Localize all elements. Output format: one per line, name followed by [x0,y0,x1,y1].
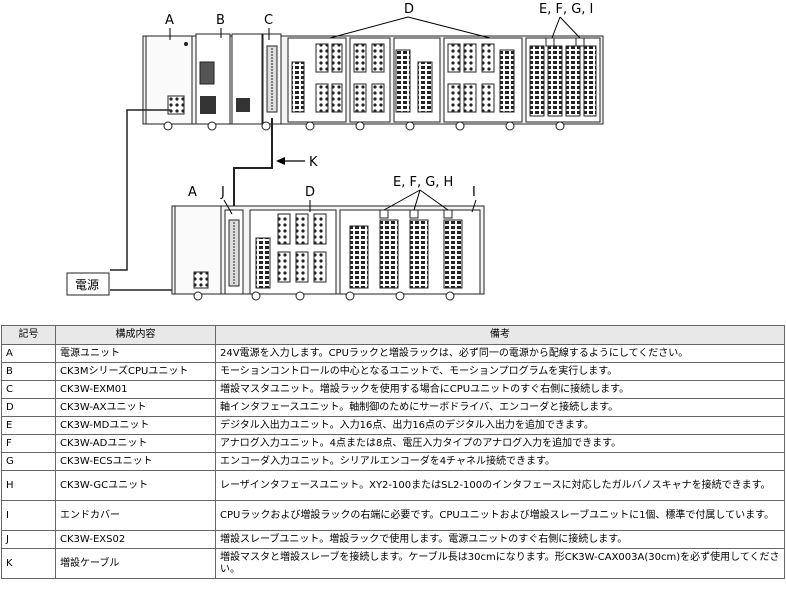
power-unit-a [145,35,193,125]
expansion-cable-k [233,118,273,218]
row-content: CK3W-EXM01 [55,380,216,399]
table-header-row: 記号 構成内容 備考 [1,325,785,345]
table-row: K 増設ケーブル 増設マスタと増設スレーブを接続します。ケーブル長は30cmにな… [1,548,785,579]
header-content: 構成内容 [55,325,216,345]
row-content: CK3W-ADユニット [55,434,216,453]
power-supply-label: 電源 [75,278,99,292]
table-row: A 電源ユニット 24V電源を入力します。CPUラックと増設ラックは、必ず同一の… [1,344,785,363]
row-note: レーザインタフェースユニット。XY2-100またはSL2-100のインタフェース… [215,470,785,501]
row-code: F [1,434,56,453]
row-note: CPUラックおよび増設ラックの右端に必要です。CPUユニットおよび増設スレーブユ… [215,500,785,531]
row-code: A [1,344,56,363]
row-content: CK3W-GCユニット [55,470,216,501]
io-units-efgh-lower [339,209,481,295]
label-lower-j: J [220,185,225,200]
expansion-slave-j [224,209,244,295]
row-code: B [1,362,56,381]
axis-units-d-lower [249,209,337,295]
row-code: I [1,500,56,531]
lower-leader-lines [223,189,477,215]
row-code: C [1,380,56,399]
label-upper-d: D [404,2,414,17]
table-row: B CK3MシリーズCPUユニット モーションコントロールの中心となるユニットで… [1,362,785,381]
row-note: 軸インタフェースユニット。軸制御のためにサーボドライバ、エンコーダと接続します。 [215,398,785,417]
label-lower-i: I [472,185,476,200]
row-content: CK3W-AXユニット [55,398,216,417]
table-row: D CK3W-AXユニット 軸インタフェースユニット。軸制御のためにサーボドライ… [1,398,785,417]
row-content: 増設ケーブル [55,548,216,579]
table-row: F CK3W-ADユニット アナログ入力ユニット。4点または8点、電圧入力タイプ… [1,434,785,453]
row-content: CK3W-MDユニット [55,416,216,435]
upper-leader-lines [169,16,581,40]
table-row: G CK3W-ECSユニット エンコーダ入力ユニット。シリアルエンコーダを4チャ… [1,452,785,471]
table-row: C CK3W-EXM01 増設マスタユニット。増設ラックを使用する場合にCPUユ… [1,380,785,399]
header-code: 記号 [1,325,56,345]
expansion-master-c [262,33,282,125]
label-upper-c: C [264,13,273,28]
expansion-rack [171,205,485,301]
label-lower-a: A [188,185,197,200]
power-wiring [110,109,179,291]
row-content: CK3W-EXS02 [55,530,216,549]
table-row: E CK3W-MDユニット デジタル入出力ユニット。入力16点、出力16点のデジ… [1,416,785,435]
row-code: G [1,452,56,471]
row-note: 24V電源を入力します。CPUラックと増設ラックは、必ず同一の電源から配線するよ… [215,344,785,363]
header-note: 備考 [215,325,785,345]
system-configuration-diagram: A B C D E, F, G, I K 電源 [66,2,604,301]
row-note: アナログ入力ユニット。4点または8点、電圧入力タイプのアナログ入力を追加できます… [215,434,785,453]
row-code: K [1,548,56,579]
cpu-rack [142,33,604,131]
row-content: 電源ユニット [55,344,216,363]
row-note: モーションコントロールの中心となるユニットで、モーションプログラムを実行します。 [215,362,785,381]
row-content: エンドカバー [55,500,216,531]
label-lower-efgh: E, F, G, H [393,175,453,190]
row-note: 増設スレーブユニット。増設ラックで使用します。電源ユニットのすぐ右側に接続します… [215,530,785,549]
component-table: 記号 構成内容 備考 A 電源ユニット 24V電源を入力します。CPUラックと増… [1,325,785,579]
axis-units-d [287,37,523,123]
table-row: H CK3W-GCユニット レーザインタフェースユニット。XY2-100またはS… [1,470,785,501]
label-upper-b: B [216,13,225,28]
table-row: I エンドカバー CPUラックおよび増設ラックの右端に必要です。CPUユニットお… [1,500,785,531]
row-code: H [1,470,56,501]
row-note: エンコーダ入力ユニット。シリアルエンコーダを4チャネル接続できます。 [215,452,785,471]
row-content: CK3W-ECSユニット [55,452,216,471]
label-upper-efgi: E, F, G, I [539,2,593,17]
row-code: E [1,416,56,435]
cpu-unit-b [195,33,263,125]
power-unit-a-lower [174,205,222,295]
row-note: 増設マスタユニット。増設ラックを使用する場合にCPUユニットのすぐ右側に接続しま… [215,380,785,399]
table-row: J CK3W-EXS02 増設スレーブユニット。増設ラックで使用します。電源ユニ… [1,530,785,549]
row-note: 増設マスタと増設スレーブを接続します。ケーブル長は30cmになります。形CK3W… [215,548,785,579]
row-code: J [1,530,56,549]
row-content: CK3MシリーズCPUユニット [55,362,216,381]
label-lower-d: D [305,185,315,200]
io-units-efg [525,37,601,123]
power-supply-box: 電源 [66,272,110,296]
row-code: D [1,398,56,417]
label-k: K [309,155,318,170]
row-note: デジタル入出力ユニット。入力16点、出力16点のデジタル入出力を追加できます。 [215,416,785,435]
label-upper-a: A [165,13,174,28]
